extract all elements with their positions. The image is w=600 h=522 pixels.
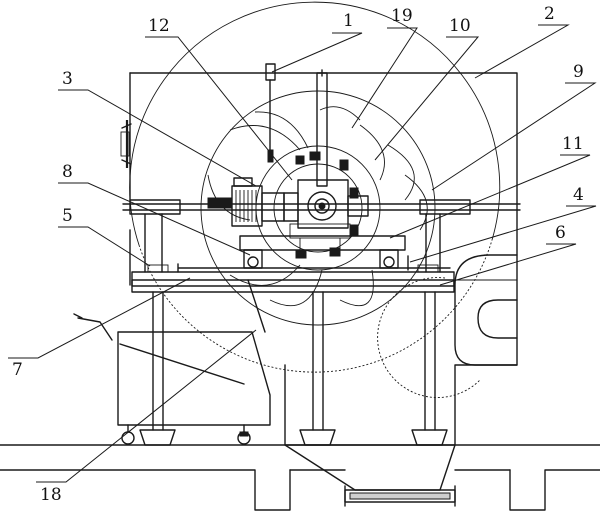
platform xyxy=(131,213,455,293)
label-7: 7 xyxy=(12,360,23,380)
label-8: 8 xyxy=(62,162,73,182)
side-hatch xyxy=(120,120,132,168)
cart xyxy=(73,279,271,445)
center-column xyxy=(316,69,328,187)
label-12: 12 xyxy=(148,16,170,36)
hopper xyxy=(284,444,456,507)
label-1: 1 xyxy=(343,11,354,31)
label-10: 10 xyxy=(449,16,471,36)
motor xyxy=(207,177,299,227)
leader-lines xyxy=(8,24,597,483)
label-4: 4 xyxy=(573,185,584,205)
label-5: 5 xyxy=(62,206,73,226)
outlet-duct xyxy=(377,254,518,398)
part-labels: 1 19 12 10 2 3 9 8 11 5 4 6 7 18 xyxy=(12,4,584,505)
large-drum xyxy=(129,1,501,373)
label-18: 18 xyxy=(40,485,62,505)
label-2: 2 xyxy=(544,4,555,24)
label-9: 9 xyxy=(573,62,584,82)
label-11: 11 xyxy=(562,134,584,154)
label-6: 6 xyxy=(555,223,566,243)
floor xyxy=(0,444,600,511)
label-19: 19 xyxy=(391,6,413,26)
motor-mount xyxy=(177,235,451,273)
legs xyxy=(139,291,448,446)
label-3: 3 xyxy=(62,69,73,89)
gearbox xyxy=(289,179,369,251)
